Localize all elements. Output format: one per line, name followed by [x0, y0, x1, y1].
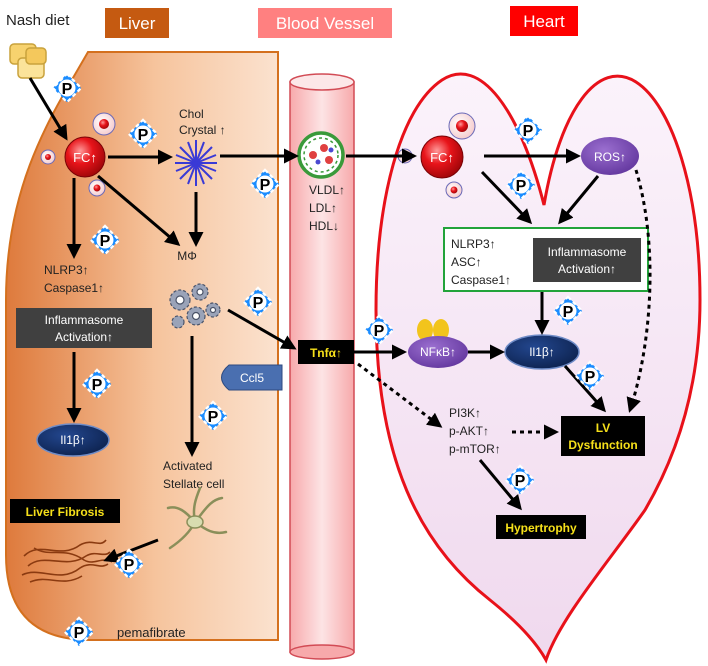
- liver-fc-label: FC↑: [73, 150, 97, 165]
- hypertrophy-label: Hypertrophy: [505, 521, 577, 535]
- nfkb-receptor-icon: [417, 319, 449, 341]
- cholesterol-crystal-icon: [175, 140, 217, 186]
- hypertrophy-box: [496, 515, 586, 539]
- heart-fc-cluster: [397, 112, 476, 199]
- heart-inflammasome-line2: Activation↑: [558, 262, 616, 276]
- liver-inflammasome-line2: Activation↑: [55, 330, 113, 344]
- arrow-nash-to-liver-fc: [28, 77, 68, 141]
- heart-il1b-oval: [504, 334, 580, 370]
- ccl5-receptor: [221, 364, 283, 391]
- arrow-pmtor-to-hypertrophy: [478, 459, 522, 511]
- liver-fibrosis-label: Liver Fibrosis: [26, 505, 105, 519]
- blood-vessel-bottom: [289, 644, 355, 660]
- nash-diet-label: Nash diet: [6, 12, 70, 29]
- heart-fc-label: FC↑: [430, 150, 454, 165]
- dashed-arrow-tnfa-to-pi3k: [357, 362, 443, 428]
- fibrosis-fibers-icon: [21, 539, 113, 583]
- legend-pemafibrate-icon: P: [63, 616, 95, 648]
- legend: P pemafibrate: [63, 616, 186, 648]
- legend-label: pemafibrate: [117, 625, 186, 640]
- arrow-mphi-to-tnfa: [227, 308, 297, 350]
- liver-fc-cluster: [40, 112, 116, 197]
- tnfa-box: [298, 340, 354, 364]
- pmtor-label: p-mTOR↑: [449, 442, 501, 456]
- liver-il1b-oval: [36, 423, 110, 457]
- heart-inflammasome-line1: Inflammasome: [548, 245, 627, 259]
- tnfa-label: Tnfα↑: [310, 346, 342, 360]
- vldl-label: VLDL↑: [309, 183, 345, 197]
- heart-caspase1-label: Caspase1↑: [451, 273, 511, 287]
- liver-chol-line1: Chol: [179, 107, 204, 121]
- ros-label: ROS↑: [594, 150, 626, 164]
- heart-nlrp3-label: NLRP3↑: [451, 237, 496, 251]
- pathway-arrows: [28, 77, 606, 563]
- blood-vessel-top: [289, 73, 355, 91]
- pakt-label: p-AKT↑: [449, 424, 489, 438]
- liver-title-box: [105, 8, 169, 38]
- ccl5-label: Ccl5: [240, 371, 264, 385]
- lipoprotein-particle-icon: [297, 131, 345, 179]
- liver-mphi-label: MΦ: [177, 249, 197, 263]
- liver-inflammasome-line1: Inflammasome: [45, 313, 124, 327]
- nash-diet-food-icon: [9, 43, 47, 79]
- nfkb-oval: [408, 336, 468, 368]
- pi3k-label: PI3K↑: [449, 406, 481, 420]
- heart-asc-label: ASC↑: [451, 255, 482, 269]
- arrow-fc-to-inflammasome-1: [480, 170, 533, 225]
- dashed-arrows: [357, 169, 652, 440]
- lv-dysfunction-line2: Dysfunction: [568, 438, 637, 452]
- arrow-il1b-to-lv: [563, 365, 606, 413]
- arrow-fc-to-mphi: [97, 174, 181, 246]
- liver-inflammasome-box: [16, 308, 152, 348]
- arrow-stellate-to-fibrosis: [103, 538, 159, 563]
- vessel-title: Blood Vessel: [276, 14, 374, 33]
- liver-caspase1-label: Caspase1↑: [44, 281, 104, 295]
- heart-title-box: [510, 6, 578, 36]
- stellate-cell-icon: [166, 486, 228, 550]
- stellate-line2: Stellate cell: [163, 477, 224, 491]
- ros-oval: [581, 137, 639, 175]
- heart-title: Heart: [523, 12, 565, 31]
- liver-fibrosis-box: [10, 499, 120, 523]
- ldl-label: LDL↑: [309, 201, 337, 215]
- heart-il1b-label: Il1β↑: [529, 345, 555, 359]
- liver-nlrp3-label: NLRP3↑: [44, 263, 89, 277]
- liver-title: Liver: [119, 14, 156, 33]
- liver-chol-line2: Crystal ↑: [179, 123, 226, 137]
- legend-symbol: P: [74, 625, 85, 642]
- vessel-title-box: [258, 8, 392, 38]
- stellate-line1: Activated: [163, 459, 212, 473]
- nfkb-label: NFκB↑: [420, 345, 456, 359]
- arrow-ros-to-inflammasome: [558, 175, 600, 225]
- hdl-label: HDL↓: [309, 219, 339, 233]
- macrophage-gears-icon: [169, 283, 221, 329]
- lv-dysfunction-line1: LV: [596, 421, 610, 435]
- heart-inflammasome-box: [533, 238, 641, 282]
- lv-dysfunction-box: [561, 416, 645, 456]
- liver-il1b-label: Il1β↑: [60, 433, 86, 447]
- dashed-arrow-ros-to-lv: [626, 169, 652, 413]
